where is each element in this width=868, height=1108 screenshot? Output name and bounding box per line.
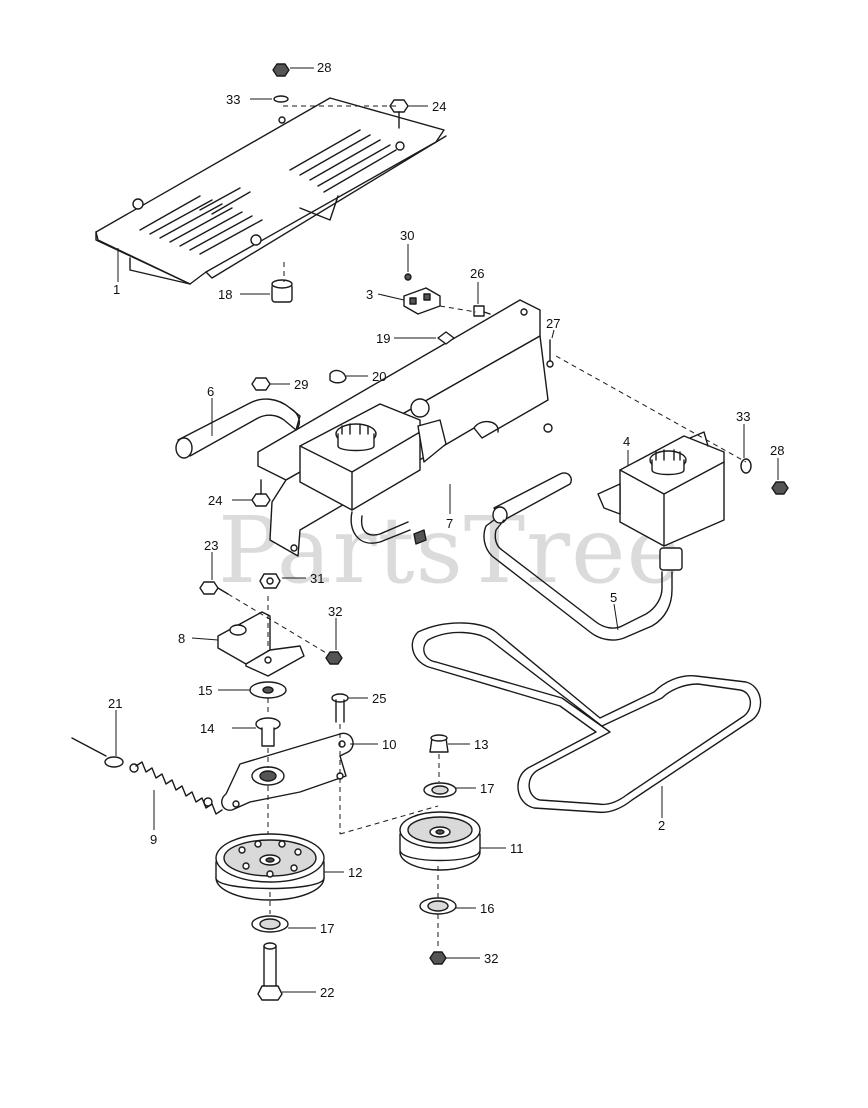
callout-26: 26 [470,266,484,281]
part-9-spring [129,761,223,815]
callout-21: 21 [108,696,122,711]
part-31-nut [259,573,281,589]
part-13-bushing [429,734,449,753]
callout-17-lower: 17 [320,921,334,936]
part-30-nut [404,273,412,281]
callout-33-top: 33 [226,92,240,107]
part-17-bearing-lower [251,915,289,933]
part-32-nut-lower [429,951,447,965]
callout-24-mid: 24 [208,493,222,508]
callout-20: 20 [372,369,386,384]
callout-17-upper: 17 [480,781,494,796]
part-3-switch [403,287,441,315]
part-18-bumper [271,279,293,303]
callout-11: 11 [510,841,524,856]
callout-28-top: 28 [317,60,331,75]
part-16-bearing [419,897,457,915]
callout-30: 30 [400,228,414,243]
callout-6: 6 [207,384,214,399]
callout-10: 10 [382,737,396,752]
leader-lines [115,67,779,993]
callout-15: 15 [198,683,212,698]
callout-3: 3 [366,287,373,302]
part-28-nut-right [771,481,789,495]
part-left-tank [299,403,447,511]
part-15-spacer [249,681,287,699]
part-5-hose [483,472,683,641]
part-22-bolt [257,942,283,1001]
callout-18: 18 [218,287,232,302]
part-17-bearing-upper [423,782,457,798]
part-23-bolt [199,581,229,595]
part-12-pulley [215,833,325,901]
callout-14: 14 [200,721,214,736]
callout-16: 16 [480,901,494,916]
callout-32-upper: 32 [328,604,342,619]
part-lower-hose [350,511,411,544]
part-1-cover-plate [95,97,447,285]
part-33-washer-top [273,95,289,103]
part-26-screw [473,305,491,317]
callout-29: 29 [294,377,308,392]
callout-5: 5 [610,590,617,605]
callout-12: 12 [348,865,362,880]
callout-25: 25 [372,691,386,706]
callout-32-lower: 32 [484,951,498,966]
part-32-nut-upper [325,651,343,665]
part-29-nut [251,377,271,391]
callout-23: 23 [204,538,218,553]
assembly-lines [227,105,747,950]
callout-19: 19 [376,331,390,346]
callout-31: 31 [310,571,324,586]
part-24-bolt-mid [251,479,271,507]
part-14-bushing [255,717,281,747]
part-28-nut-top [272,63,290,77]
callout-24-top: 24 [432,99,446,114]
callout-28-right: 28 [770,443,784,458]
callout-33-right: 33 [736,409,750,424]
callout-9: 9 [150,832,157,847]
part-8-bracket [217,611,305,677]
part-4-right-tank [597,431,725,547]
part-20-clip [329,369,347,384]
part-21-rod [71,737,124,768]
callout-4: 4 [623,434,630,449]
part-24-bolt-top [389,99,409,129]
part-small-clip [413,529,427,545]
part-33-washer-right [740,458,752,474]
callout-2: 2 [658,818,665,833]
callout-22: 22 [320,985,334,1000]
part-19-clip [437,331,455,345]
part-2-belt [411,622,762,814]
part-27-pin [546,339,554,368]
part-10-idler-arm [221,732,354,811]
part-11-pulley [399,811,481,871]
part-6-hose [175,398,301,459]
callout-7: 7 [446,516,453,531]
part-25-bolt [331,693,349,723]
callout-labels: 28 33 24 1 18 30 3 26 27 19 20 29 6 24 7… [108,60,784,1000]
callout-27: 27 [546,316,560,331]
callout-8: 8 [178,631,185,646]
callout-13: 13 [474,737,488,752]
callout-1: 1 [113,282,120,297]
